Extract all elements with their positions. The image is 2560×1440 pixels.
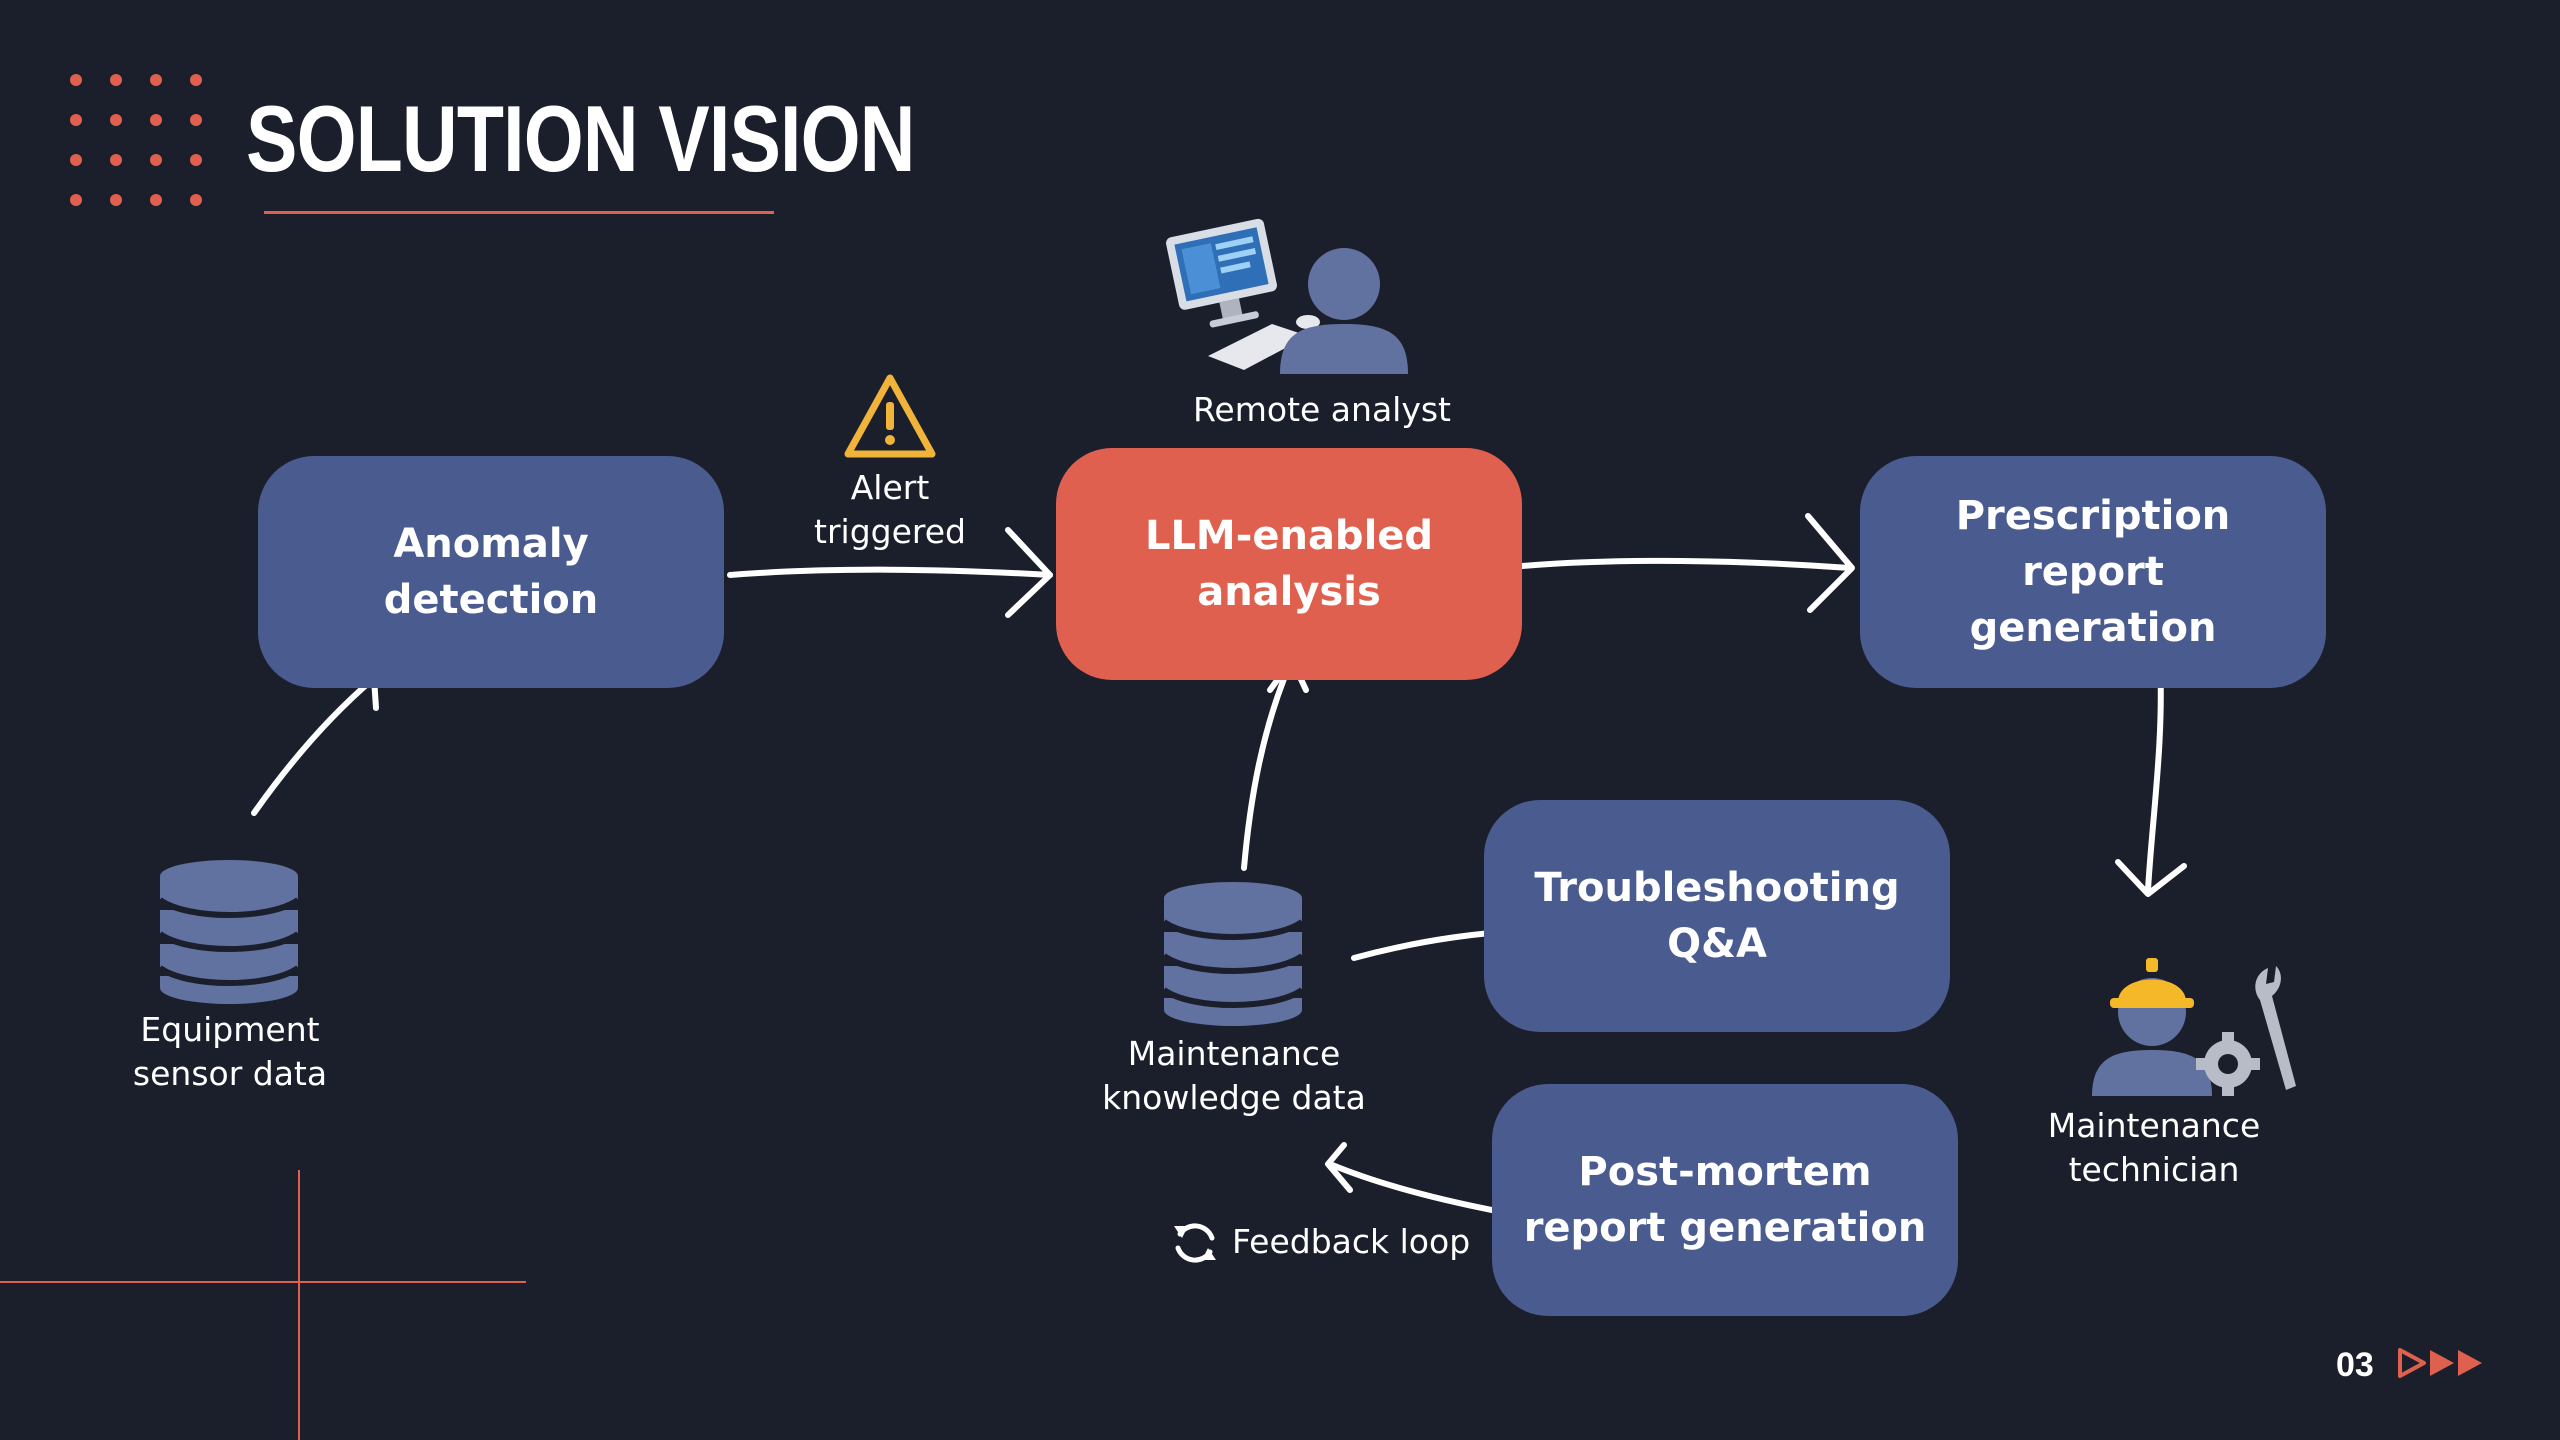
node-troubleshooting-label: Troubleshooting Q&A <box>1534 865 1900 967</box>
title-underline <box>264 211 774 214</box>
database-icon <box>158 860 300 1004</box>
node-llm-analysis: LLM-enabled analysis <box>1056 448 1522 680</box>
database-icon <box>1162 882 1304 1026</box>
node-post-mortem: Post-mortem report generation <box>1492 1084 1958 1316</box>
decorative-vertical-line <box>298 1170 300 1440</box>
maintenance-data-label-text: Maintenance knowledge data <box>1102 1034 1366 1117</box>
remote-analyst-label: Remote analyst <box>1192 390 1451 429</box>
slide-title: SOLUTION VISION <box>246 86 915 191</box>
alert-label: Alert triggered <box>790 466 990 554</box>
equipment-data-label-text: Equipment sensor data <box>132 1010 328 1093</box>
refresh-icon <box>1174 1223 1216 1263</box>
maintenance-data-label: Maintenance knowledge data <box>1094 1032 1374 1120</box>
arrow-postmortem-to-maintenance <box>1327 1161 1505 1215</box>
remote-analyst-icon <box>1166 218 1408 374</box>
arrow-llm-to-prescription <box>1519 557 1853 571</box>
equipment-data-label: Equipment sensor data <box>110 1008 350 1096</box>
node-prescription-report-label: Prescription report generation <box>1955 493 2231 651</box>
alert-label-text: Alert triggered <box>814 468 966 551</box>
page-number: 03 <box>2336 1346 2374 1384</box>
node-anomaly-detection-label: Anomaly detection <box>383 521 599 623</box>
node-llm-analysis-label: LLM-enabled analysis <box>1144 513 1434 615</box>
technician-icon <box>2092 958 2296 1096</box>
decorative-dot-grid <box>70 74 230 234</box>
decorative-horizontal-line <box>0 1281 526 1283</box>
arrow-prescription-to-technician <box>2145 659 2164 893</box>
node-prescription-report: Prescription report generation <box>1860 456 2326 688</box>
arrow-equipment-to-anomaly <box>251 677 375 816</box>
node-post-mortem-label: Post-mortem report generation <box>1523 1149 1927 1251</box>
arrow-anomaly-to-llm <box>727 566 1053 578</box>
feedback-loop-label: Feedback loop <box>1232 1222 1471 1261</box>
warning-icon <box>844 374 936 458</box>
node-anomaly-detection: Anomaly detection <box>258 456 724 688</box>
maintenance-technician-label-text: Maintenance technician <box>2047 1106 2261 1189</box>
arrow-maintenance-to-llm <box>1241 661 1293 871</box>
triple-arrow-icon <box>2398 1348 2482 1378</box>
node-troubleshooting: Troubleshooting Q&A <box>1484 800 1950 1032</box>
maintenance-technician-label: Maintenance technician <box>2034 1104 2274 1192</box>
